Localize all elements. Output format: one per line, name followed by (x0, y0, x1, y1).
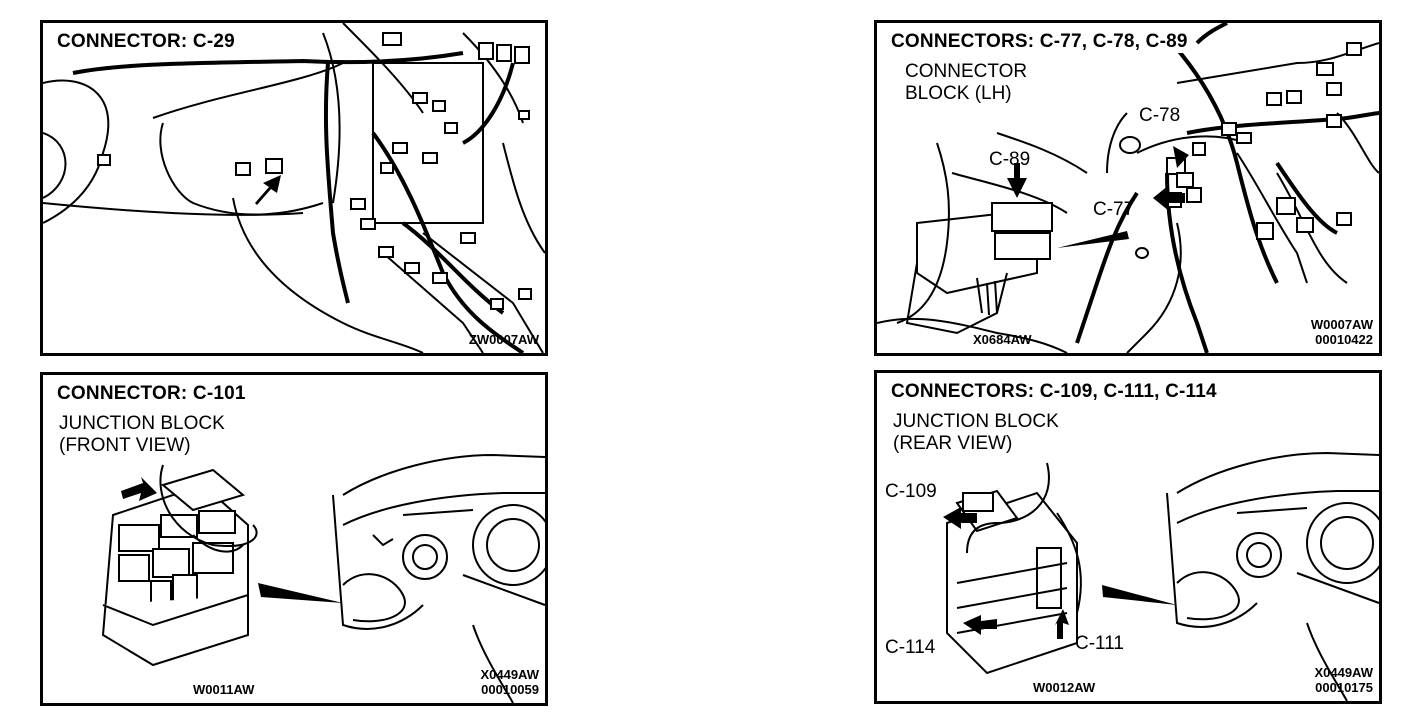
subtitle-line-2: (FRONT VIEW) (59, 435, 191, 456)
panel-connector-c29: CONNECTOR: C-29 (40, 20, 548, 356)
label-c109: C-109 (885, 481, 937, 502)
label-c77: C-77 (1093, 199, 1135, 220)
panel-connectors-c109-c111-c114: CONNECTORS: C-109, C-111, C-114 JUNCTION… (874, 370, 1382, 704)
subtitle-line-1: JUNCTION BLOCK (893, 411, 1059, 432)
junction-block-illustration (943, 451, 1379, 701)
panel-title: CONNECTOR: C-101 (53, 383, 250, 405)
panel-connector-c101: CONNECTOR: C-101 JUNCTION BLOCK (FRONT V… (40, 372, 548, 706)
figure-code-left: W0012AW (1033, 680, 1096, 695)
figure-code: ZW0007AW (468, 332, 539, 347)
figure-code-right: X0449AW 00010059 (480, 667, 539, 697)
subtitle-line-1: JUNCTION BLOCK (59, 413, 225, 434)
junction-block-illustration (101, 453, 545, 703)
figure-code-line-2: 00010422 (1315, 332, 1373, 347)
figure-code-line-2: 00010059 (481, 682, 539, 697)
wiring-illustration (43, 23, 545, 353)
panel-title: CONNECTORS: C-109, C-111, C-114 (887, 381, 1221, 403)
wiring-illustration (877, 23, 1379, 353)
subtitle-line-2: BLOCK (LH) (905, 83, 1012, 104)
panel-connectors-c77-c78-c89: CONNECTORS: C-77, C-78, C-89 CONNECTOR B… (874, 20, 1382, 356)
figure-code-line-1: X0449AW (480, 667, 539, 682)
subtitle-line-2: (REAR VIEW) (893, 433, 1013, 454)
figure-code-line-2: 00010175 (1315, 680, 1373, 695)
subtitle-line-1: CONNECTOR (905, 61, 1028, 82)
label-c111: C-111 (1075, 633, 1124, 654)
figure-code-left: W0011AW (193, 682, 255, 697)
figure-code-left: X0684AW (973, 332, 1032, 347)
figure-code-line-1: X0449AW (1314, 665, 1373, 680)
label-c114: C-114 (885, 637, 936, 658)
figure-code-right: X0449AW 00010175 (1314, 665, 1373, 695)
figure-code-line-1: W0007AW (1310, 317, 1373, 332)
label-c78: C-78 (1139, 105, 1181, 126)
panel-title: CONNECTOR: C-29 (53, 31, 239, 53)
panel-title: CONNECTORS: C-77, C-78, C-89 (887, 31, 1192, 53)
figure-code-right: W0007AW 00010422 (1311, 317, 1373, 347)
label-c89: C-89 (989, 149, 1031, 170)
